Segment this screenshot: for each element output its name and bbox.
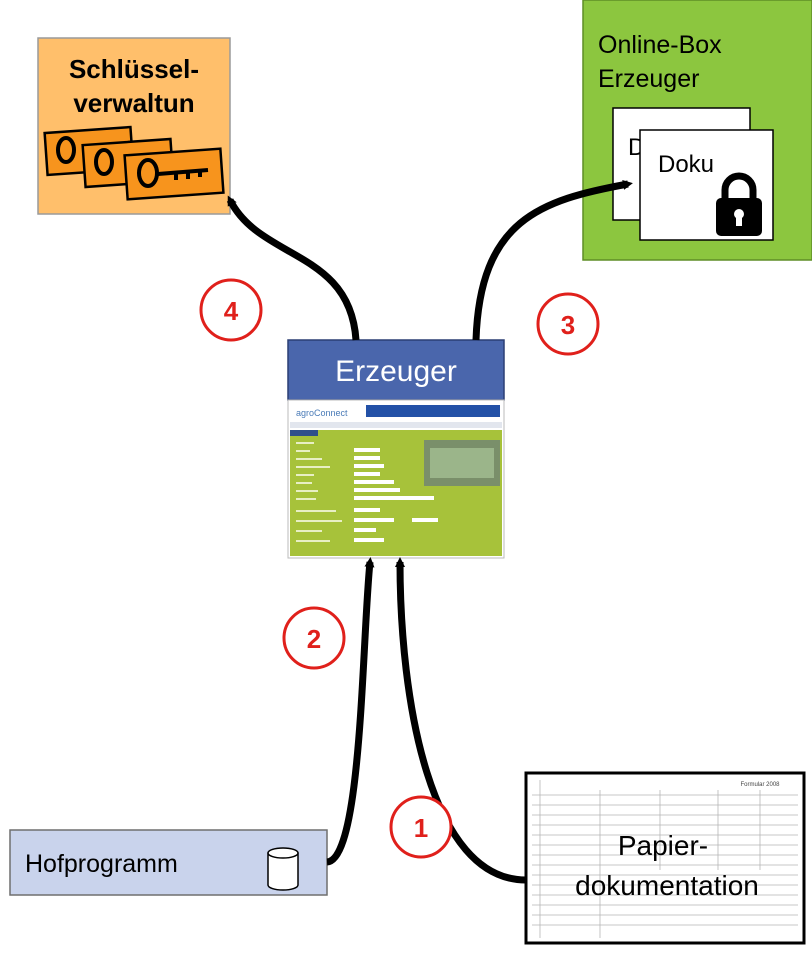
document-front-label: Doku <box>658 151 714 178</box>
screen-logo: agroConnect <box>296 408 348 418</box>
step-1-label: 1 <box>414 813 428 843</box>
paper-label-line2: dokumentation <box>575 870 759 901</box>
step-2: 2 <box>282 606 346 670</box>
farm-program-box: Hofprogramm <box>9 829 328 896</box>
producer-block: Erzeuger agroConnect <box>287 339 505 559</box>
key-management-title-line2: verwaltun <box>73 88 194 118</box>
farm-program-label: Hofprogramm <box>25 850 178 878</box>
key-management-box: Schlüssel- verwaltun <box>37 37 231 215</box>
step-3-label: 3 <box>561 310 575 340</box>
arrows <box>226 179 633 884</box>
arrow-producer-to-online-box <box>472 179 633 341</box>
arrow-farm-to-producer <box>325 557 375 866</box>
step-4-label: 4 <box>224 296 239 326</box>
producer-screenshot: agroConnect <box>287 399 505 559</box>
database-icon <box>267 847 299 891</box>
arrow-producer-to-keys <box>226 195 360 341</box>
step-3: 3 <box>536 292 600 356</box>
paper-documentation: Formular 2008 Papier- dokumentation <box>524 771 806 945</box>
paper-label-line1: Papier- <box>618 830 708 861</box>
online-box-title-line2: Erzeuger <box>598 65 699 93</box>
online-box: Online-Box Erzeuger Doku Doku <box>582 0 812 261</box>
step-1: 1 <box>389 795 453 859</box>
online-box-title-line1: Online-Box <box>598 31 722 59</box>
step-2-label: 2 <box>307 624 321 654</box>
paper-sheet-title: Formular 2008 <box>740 782 780 788</box>
arrow-paper-to-producer <box>395 557 527 884</box>
lock-icon <box>716 172 762 236</box>
keys-icon <box>43 125 225 201</box>
key-management-title-line1: Schlüssel- <box>69 54 199 84</box>
producer-title: Erzeuger <box>335 355 457 388</box>
step-4: 4 <box>199 278 263 342</box>
